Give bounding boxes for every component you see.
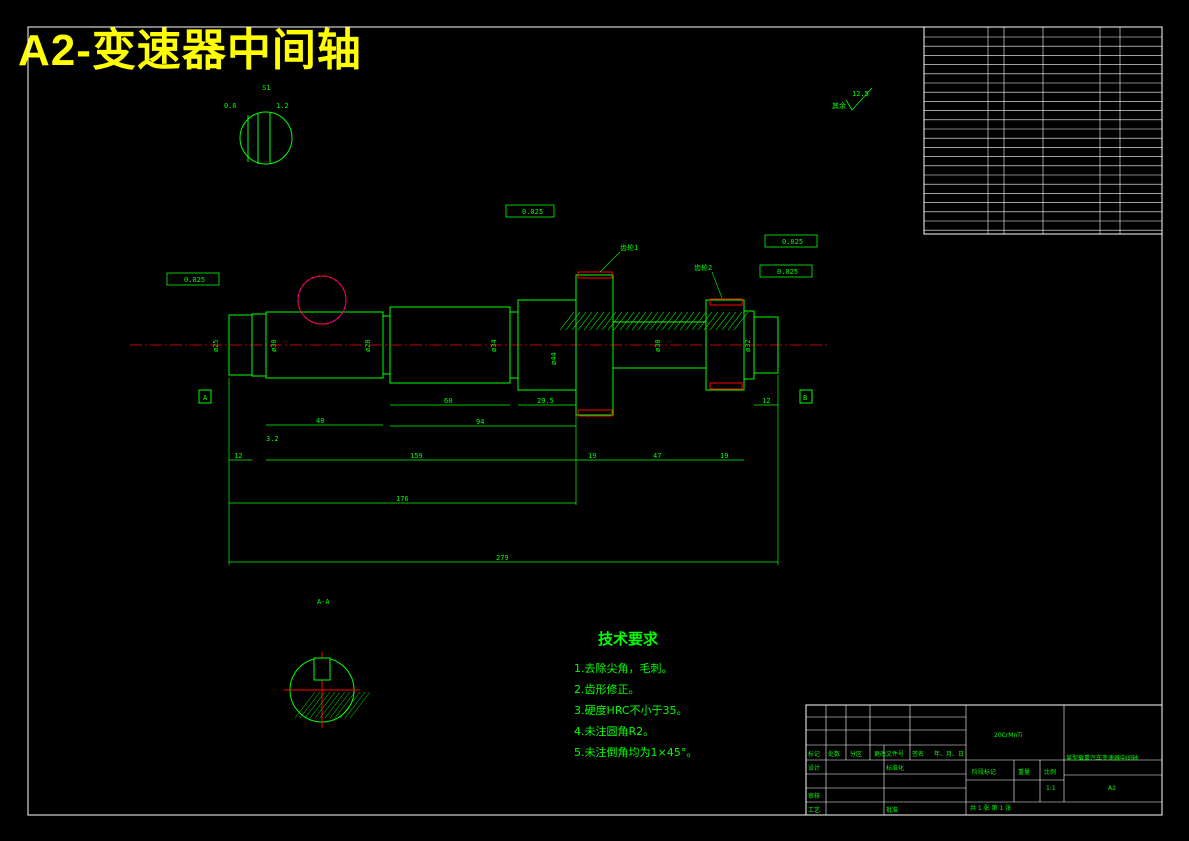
gear1-callout: 齿轮1 bbox=[620, 243, 638, 252]
drawing-title: A2-变速器中间轴 bbox=[18, 26, 362, 75]
tb-drawing-no: A2 bbox=[1108, 785, 1116, 792]
shaft-outline bbox=[228, 274, 779, 416]
svg-text:ø28: ø28 bbox=[364, 339, 372, 352]
detail-s1-circle bbox=[239, 111, 293, 165]
tb-material: 20CrMnTi bbox=[994, 732, 1023, 739]
tb-scale: 1:1 bbox=[1046, 785, 1056, 792]
gear2-tooth-bottom bbox=[709, 382, 743, 390]
section-aa bbox=[284, 652, 360, 728]
dim-176: 176 bbox=[396, 495, 409, 503]
title-block-cell: 分区 bbox=[850, 750, 862, 758]
tb-sheet: 共 1 张 第 1 张 bbox=[970, 804, 1011, 812]
title-block-cell: 年、月、日 bbox=[934, 750, 964, 758]
title-block-cell: 重量 bbox=[1018, 768, 1030, 776]
svg-text:ø30: ø30 bbox=[654, 339, 662, 352]
dim-12-right: 12 bbox=[762, 397, 770, 405]
section-label: A-A bbox=[317, 598, 330, 606]
title-block-cell: 更改文件号 bbox=[874, 750, 904, 758]
dim-12-left: 12 bbox=[234, 452, 242, 460]
dim-40: 40 bbox=[316, 417, 324, 425]
requirements-heading: 技术要求 bbox=[598, 630, 659, 648]
datum-b: B bbox=[803, 394, 807, 402]
title-block-cell: 处数 bbox=[828, 750, 840, 758]
dim-159: 159 bbox=[410, 452, 423, 460]
requirement-item: 5.未注倒角均为1×45°。 bbox=[574, 746, 698, 759]
svg-text:0.025: 0.025 bbox=[782, 238, 803, 246]
requirement-item: 3.硬度HRC不小于35。 bbox=[574, 704, 688, 717]
drawing-border bbox=[27, 26, 1163, 816]
gear1-tooth-bottom bbox=[577, 409, 613, 417]
svg-text:ø44: ø44 bbox=[550, 352, 558, 365]
dimension-lines bbox=[228, 375, 779, 565]
svg-text:ø34: ø34 bbox=[490, 339, 498, 352]
gear-parameter-table bbox=[923, 26, 1163, 235]
requirement-item: 4.未注圆角R2。 bbox=[574, 725, 655, 738]
svg-text:ø25: ø25 bbox=[212, 339, 220, 352]
svg-text:1.2: 1.2 bbox=[276, 102, 289, 110]
dim-29-5: 29.5 bbox=[537, 397, 554, 405]
svg-text:0.025: 0.025 bbox=[777, 268, 798, 276]
title-block-cell: 签名 bbox=[912, 750, 924, 758]
title-block-cell: 工艺 bbox=[808, 806, 820, 814]
svg-text:ø32: ø32 bbox=[744, 339, 752, 352]
dim-47: 47 bbox=[653, 452, 661, 460]
gear2-callout: 齿轮2 bbox=[694, 263, 712, 272]
dim-94: 94 bbox=[476, 418, 484, 426]
svg-text:0.025: 0.025 bbox=[184, 276, 205, 284]
dim-279: 279 bbox=[496, 554, 509, 562]
title-block: 20CrMnTi 某型载重汽车变速器中间轴 A2 1:1 共 1 张 第 1 张… bbox=[805, 704, 1163, 816]
roughness-rest: 其余 bbox=[832, 101, 846, 110]
dim-19b: 19 bbox=[720, 452, 728, 460]
dim-60: 60 bbox=[444, 397, 452, 405]
tolerance-frames bbox=[166, 204, 818, 286]
dim-3-2: 3.2 bbox=[266, 435, 279, 443]
dim-19a: 19 bbox=[588, 452, 596, 460]
svg-text:0.025: 0.025 bbox=[522, 208, 543, 216]
title-block-cell: 审核 bbox=[808, 792, 820, 800]
title-block-cell: 设计 bbox=[808, 764, 820, 772]
gear1-tooth-top bbox=[577, 271, 613, 279]
title-block-cell: 批准 bbox=[886, 806, 898, 814]
title-block-cell: 阶段标记 bbox=[972, 768, 996, 776]
requirement-item: 2.齿形修正。 bbox=[574, 683, 640, 696]
title-block-cell: 标准化 bbox=[886, 764, 904, 772]
gear2-tooth-top bbox=[709, 298, 743, 306]
datum-a: A bbox=[203, 394, 208, 402]
roughness-value: 12.5 bbox=[852, 90, 869, 98]
title-block-cell: 标记 bbox=[808, 750, 820, 758]
requirement-item: 1.去除尖角，毛刺。 bbox=[574, 662, 673, 675]
svg-text:ø30: ø30 bbox=[270, 339, 278, 352]
svg-text:0.6: 0.6 bbox=[224, 102, 237, 110]
title-block-cell: 比例 bbox=[1044, 768, 1056, 776]
tb-drawing-name: 某型载重汽车变速器中间轴 bbox=[1066, 754, 1138, 762]
detail-s1-label: S1 bbox=[262, 84, 270, 92]
gear-section-hatch bbox=[559, 311, 749, 331]
